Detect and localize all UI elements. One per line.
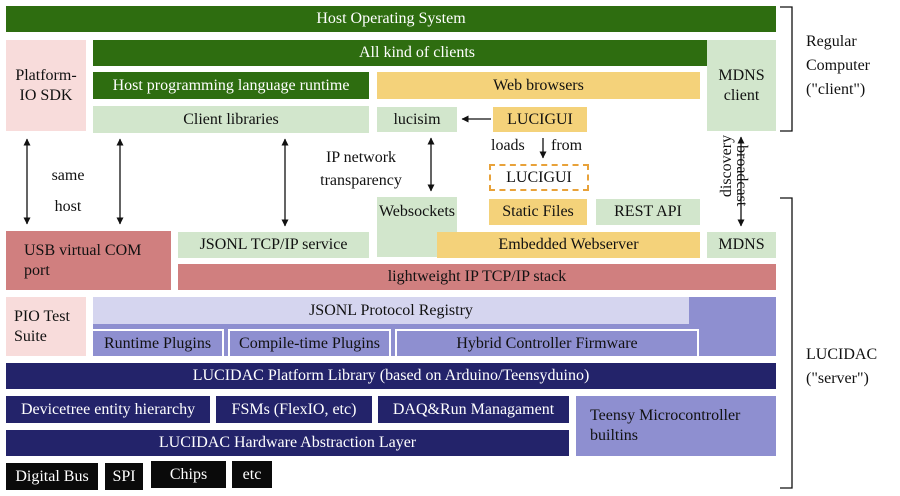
mdns-client-block: MDNS client	[707, 40, 776, 131]
client-brace	[780, 6, 793, 132]
hybrid-firmware-block: Hybrid Controller Firmware	[395, 329, 699, 358]
devicetree-block: Devicetree entity hierarchy	[6, 396, 210, 423]
usb-com-block: USB virtual COM port	[6, 231, 171, 290]
compile-plugins-block: Compile-time Plugins	[228, 329, 391, 358]
runtime-plugins-block: Runtime Plugins	[91, 329, 224, 358]
same-host-label: same host	[51, 167, 85, 215]
digital-bus-block: Digital Bus	[6, 463, 98, 490]
pio-test-block: PIO Test Suite	[6, 297, 86, 356]
broadcast-label: broadcast	[733, 145, 750, 207]
lucigui-dashed-block: LUCIGUI	[489, 164, 589, 191]
chips-block: Chips	[151, 461, 226, 488]
lucigui-block: LUCIGUI	[493, 107, 587, 132]
platformio-sdk-block: Platform-IO SDK	[6, 40, 86, 131]
daq-block: DAQ&Run Managament	[378, 396, 569, 423]
platform-library-block: LUCIDAC Platform Library (based on Ardui…	[6, 363, 776, 389]
all-clients-block: All kind of clients	[93, 40, 741, 66]
lucisim-block: lucisim	[377, 107, 457, 132]
fsms-block: FSMs (FlexIO, etc)	[216, 396, 372, 423]
server-brace	[780, 197, 793, 489]
host-runtime-block: Host programming language runtime	[93, 72, 369, 99]
web-browsers-block: Web browsers	[377, 72, 700, 99]
loads-label: loads	[491, 137, 525, 154]
client-libraries-block: Client libraries	[93, 106, 369, 133]
rest-api-block: REST API	[596, 199, 700, 225]
from-label: from	[551, 137, 583, 154]
hal-block: LUCIDAC Hardware Abstraction Layer	[6, 430, 569, 456]
jsonl-registry-block: JSONL Protocol Registry	[93, 297, 689, 324]
spi-block: SPI	[105, 463, 143, 490]
lucidac-server-label: LUCIDAC ("server")	[806, 346, 878, 387]
etc-block: etc	[232, 461, 272, 488]
lwip-block: lightweight IP TCP/IP stack	[178, 264, 776, 290]
websockets-block: Websockets	[377, 197, 457, 257]
teensy-block: Teensy Microcontroller builtins	[576, 396, 776, 456]
regular-computer-label: Regular Computer ("client")	[806, 33, 870, 98]
embedded-webserver-block: Embedded Webserver	[437, 232, 700, 258]
jsonl-tcp-block: JSONL TCP/IP service	[178, 232, 369, 258]
ip-transparency-label: IP network transparency	[320, 149, 402, 189]
mdns-block: MDNS	[707, 232, 776, 258]
static-files-block: Static Files	[489, 199, 587, 225]
host-os-block: Host Operating System	[6, 6, 776, 32]
